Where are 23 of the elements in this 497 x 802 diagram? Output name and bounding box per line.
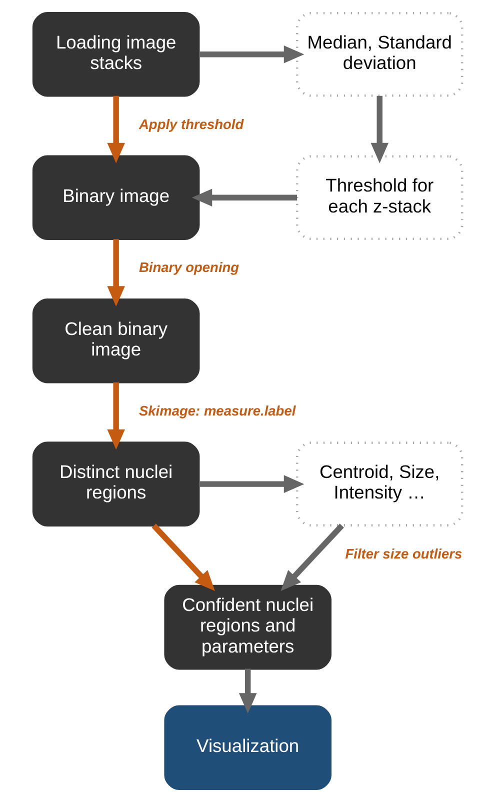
- edge-label: Binary opening: [138, 260, 239, 276]
- node-box: Centroid, Size, Intensity …: [295, 442, 463, 526]
- arrow: [106, 239, 124, 306]
- arrow: [370, 96, 388, 164]
- edge-label: Filter size outliers: [344, 546, 462, 562]
- node-box: Threshold for each z-stack: [295, 155, 463, 240]
- arrow: [238, 668, 256, 714]
- node-box: Binary image: [32, 155, 200, 240]
- arrow: [191, 188, 297, 207]
- arrow: [106, 382, 124, 450]
- node-box: Clean binary image: [32, 298, 200, 384]
- node-box: Loading image stacks: [32, 12, 200, 97]
- node-box: Distinct nuclei regions: [32, 442, 200, 526]
- arrow: [106, 96, 124, 164]
- edge-label: Skimage: measure.label: [138, 403, 296, 418]
- edge-label: Apply threshold: [138, 116, 244, 132]
- arrow: [198, 475, 304, 493]
- node-box: Confident nuclei regions and parameters: [164, 584, 331, 670]
- arrow: [280, 524, 344, 591]
- node-box: Visualization: [164, 705, 331, 790]
- arrow: [198, 45, 304, 64]
- node-box: Median, Standard deviation: [295, 12, 463, 97]
- arrow: [151, 524, 214, 591]
